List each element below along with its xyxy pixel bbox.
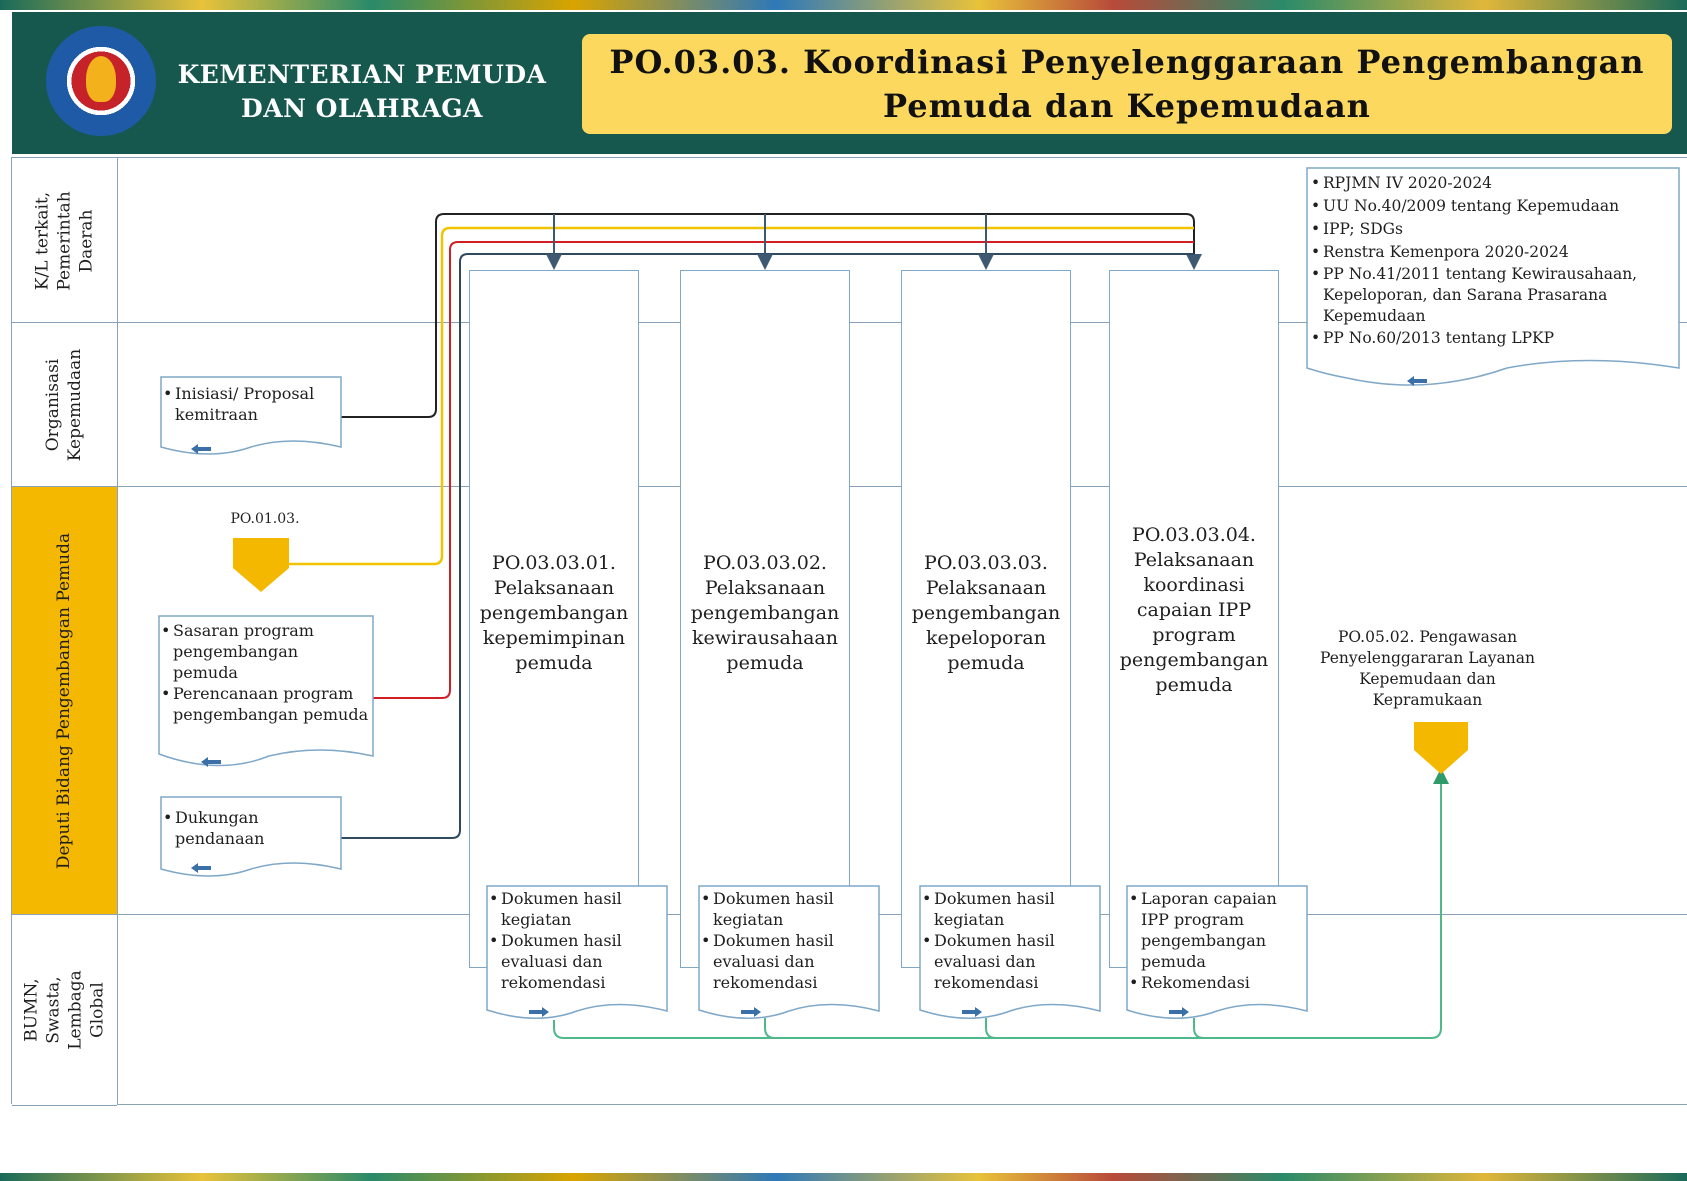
page-title: PO.03.03. Koordinasi Penyelenggaraan Pen…	[609, 43, 1645, 125]
ministry-logo	[46, 26, 156, 136]
list-item: Laporan capaian IPP program pengembangan…	[1129, 888, 1301, 972]
process-box-1: PO.03.03.01. Pelaksanaan pengembangan ke…	[469, 270, 639, 968]
list-item: Dokumen hasil evaluasi dan rekomendasi	[922, 930, 1094, 993]
proposal-document: Inisiasi/ Proposal kemitraan	[160, 376, 342, 459]
arrow-right-icon	[529, 1007, 549, 1017]
arrow-left-icon	[1407, 376, 1427, 386]
output-document-3: Dokumen hasil kegiatan Dokumen hasil eva…	[919, 885, 1101, 1026]
lane-header-border	[117, 157, 118, 1104]
process-code: PO.03.03.04.	[1132, 524, 1256, 546]
list-item: IPP; SDGs	[1311, 218, 1673, 241]
org-name: KEMENTERIAN PEMUDA DAN OLAHRAGA	[177, 60, 547, 123]
proposal-list: Inisiasi/ Proposal kemitraan	[163, 383, 335, 425]
list-item: Dokumen hasil evaluasi dan rekomendasi	[701, 930, 873, 993]
output-list: Dokumen hasil kegiatan Dokumen hasil eva…	[489, 888, 661, 993]
process-label: Pelaksanaan pengembangan kepemimpinan pe…	[479, 577, 629, 674]
title-box: PO.03.03. Koordinasi Penyelenggaraan Pen…	[582, 34, 1672, 134]
list-item: Rekomendasi	[1129, 972, 1301, 993]
lane-header-organisasi: Organisasi Kepemudaan	[12, 322, 117, 487]
list-item: RPJMN IV 2020-2024	[1311, 172, 1673, 195]
lane-header-bumn: BUMN, Swasta, Lembaga Global	[12, 914, 117, 1106]
process-box-2: PO.03.03.02. Pelaksanaan pengembangan ke…	[680, 270, 850, 968]
process-code: PO.03.03.03.	[924, 552, 1048, 574]
arrow-right-icon	[962, 1007, 982, 1017]
list-item: Sasaran program pengembangan pemuda	[161, 620, 323, 683]
output-list: Dokumen hasil kegiatan Dokumen hasil eva…	[922, 888, 1094, 993]
output-document-2: Dokumen hasil kegiatan Dokumen hasil eva…	[698, 885, 880, 1026]
lane-divider	[117, 1104, 1687, 1105]
process-label: Pelaksanaan koordinasi capaian IPP progr…	[1119, 549, 1269, 696]
process-code: PO.03.03.01.	[492, 552, 616, 574]
list-item: Dokumen hasil kegiatan	[922, 888, 1094, 930]
list-item: Dokumen hasil kegiatan	[701, 888, 873, 930]
list-item: Dokumen hasil kegiatan	[489, 888, 661, 930]
arrow-right-icon	[1169, 1007, 1189, 1017]
arrow-left-icon	[191, 863, 211, 873]
offpage-connector-icon	[1414, 722, 1468, 774]
lane-header-deputi: Deputi Bidang Pengembangan Pemuda	[12, 486, 117, 915]
process-box-4: PO.03.03.04. Pelaksanaan koordinasi capa…	[1109, 270, 1279, 968]
output-document-1: Dokumen hasil kegiatan Dokumen hasil eva…	[486, 885, 668, 1026]
target-ref-label: PO.05.02. Pengawasan Penyelenggararan La…	[1320, 628, 1535, 709]
list-item: Renstra Kemenpora 2020-2024	[1311, 241, 1673, 264]
arrow-left-icon	[191, 444, 211, 454]
process-code: PO.03.03.02.	[703, 552, 827, 574]
process-box-3: PO.03.03.03. Pelaksanaan pengembangan ke…	[901, 270, 1071, 968]
arrow-left-icon	[201, 757, 221, 767]
output-list: Dokumen hasil kegiatan Dokumen hasil eva…	[701, 888, 873, 993]
list-item: PP No.41/2011 tentang Kewirausahaan, Kep…	[1311, 264, 1673, 327]
lane-divider	[117, 157, 1687, 158]
reference-list: RPJMN IV 2020-2024 UU No.40/2009 tentang…	[1311, 172, 1673, 350]
funding-document: Dukungan pendanaan	[160, 796, 342, 881]
list-item: PP No.60/2013 tentang LPKP	[1311, 327, 1673, 350]
process-label: Pelaksanaan pengembangan kepeloporan pem…	[911, 577, 1061, 674]
output-document-4: Laporan capaian IPP program pengembangan…	[1126, 885, 1308, 1026]
list-item: UU No.40/2009 tentang Kepemudaan	[1311, 195, 1673, 218]
planning-document: Sasaran program pengembangan pemuda Pere…	[158, 615, 374, 776]
list-item: Dukungan pendanaan	[163, 807, 283, 849]
header-bar: KEMENTERIAN PEMUDA DAN OLAHRAGA PO.03.03…	[12, 12, 1687, 154]
list-item: Inisiasi/ Proposal kemitraan	[163, 383, 335, 425]
list-item: Dokumen hasil evaluasi dan rekomendasi	[489, 930, 661, 993]
top-decorative-stripe	[0, 0, 1687, 10]
list-item: Perencanaan program pengembangan pemuda	[161, 683, 371, 725]
funding-list: Dukungan pendanaan	[163, 807, 283, 849]
source-ref-label: PO.01.03.	[230, 511, 300, 527]
output-list: Laporan capaian IPP program pengembangan…	[1129, 888, 1301, 993]
reference-document: RPJMN IV 2020-2024 UU No.40/2009 tentang…	[1306, 167, 1680, 400]
planning-list: Sasaran program pengembangan pemuda Pere…	[161, 620, 371, 725]
process-label: Pelaksanaan pengembangan kewirausahaan p…	[690, 577, 840, 674]
offpage-connector-icon	[233, 538, 289, 592]
lane-outer-border	[11, 157, 12, 1104]
arrow-right-icon	[741, 1007, 761, 1017]
bottom-decorative-stripe	[0, 1173, 1687, 1181]
lane-header-kl: K/L terkait, Pemerintah Daerah	[12, 157, 117, 323]
